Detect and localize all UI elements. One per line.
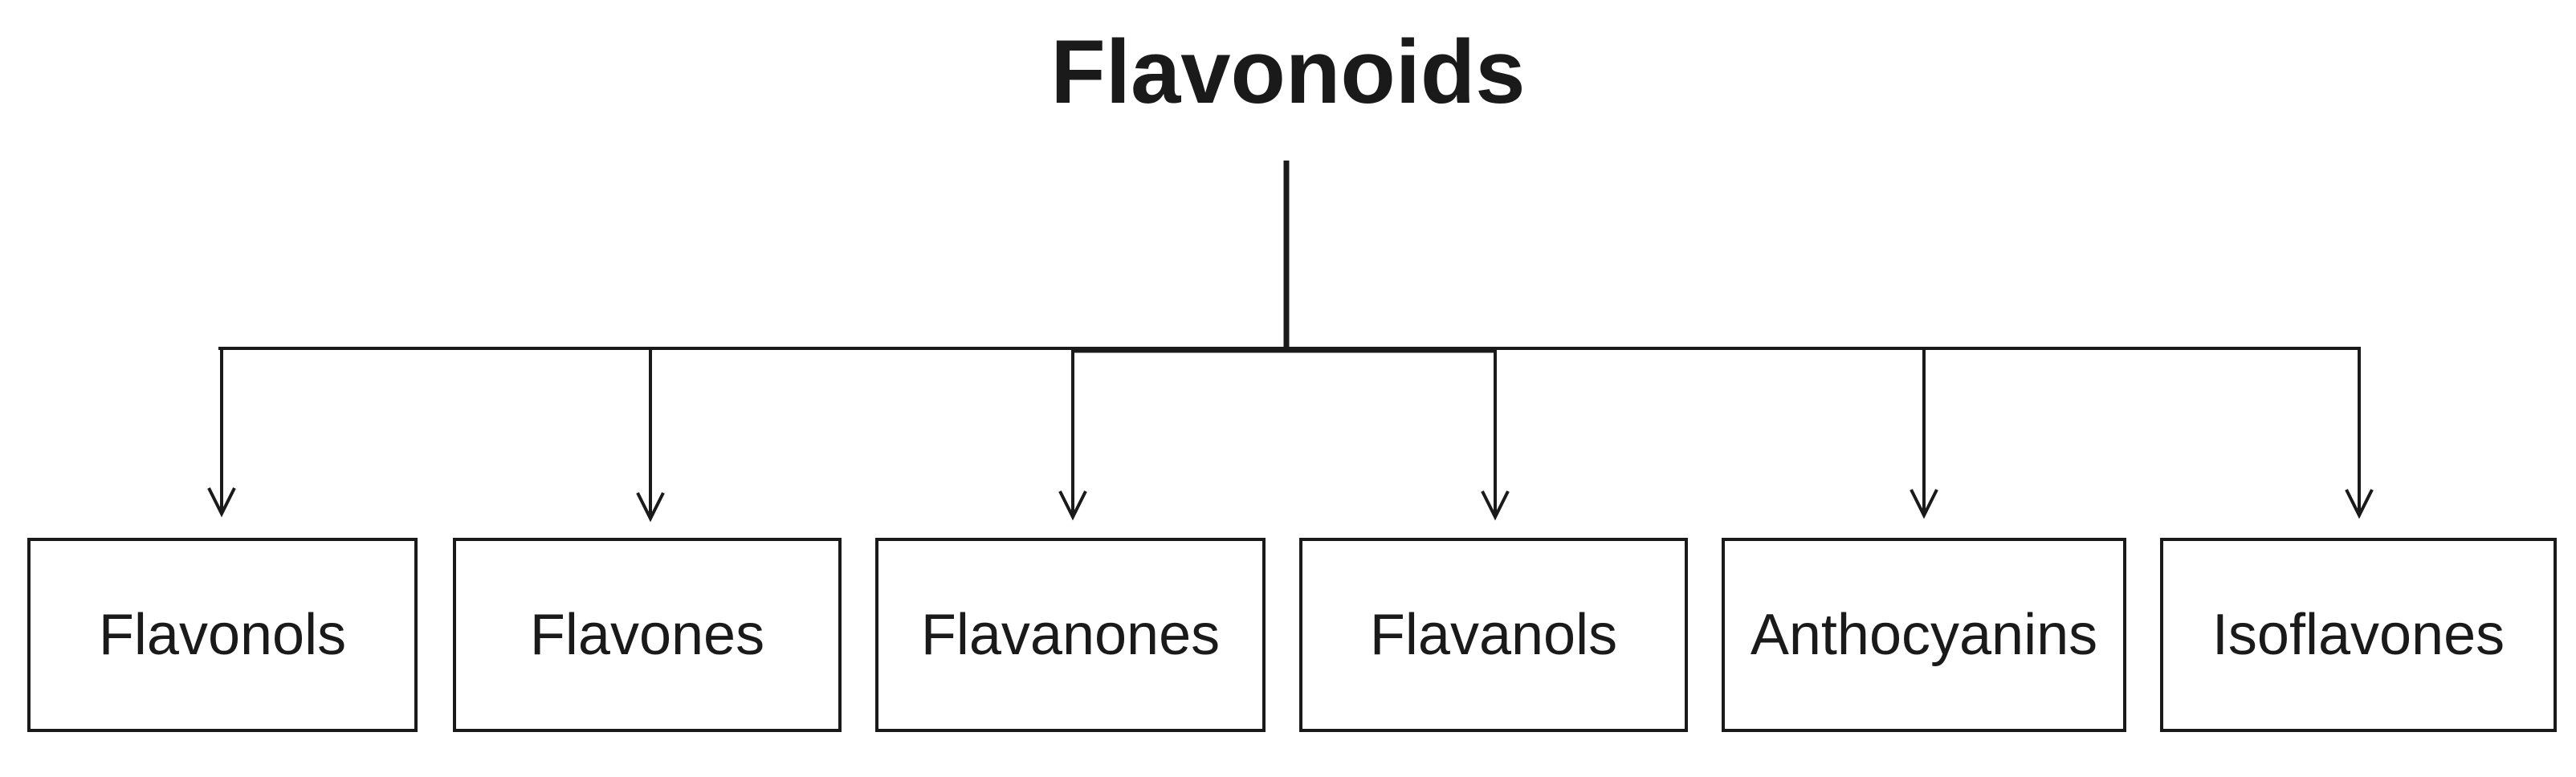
arrow-flavanols bbox=[1481, 347, 1510, 521]
arrow-flavones bbox=[636, 347, 665, 523]
node-flavones: Flavones bbox=[453, 538, 842, 732]
node-label-flavones: Flavones bbox=[529, 603, 765, 667]
root-node-title: Flavonoids bbox=[1050, 22, 1526, 122]
node-flavanols: Flavanols bbox=[1299, 538, 1688, 732]
node-label-flavanols: Flavanols bbox=[1369, 603, 1618, 667]
node-label-anthocyanins: Anthocyanins bbox=[1750, 603, 2098, 667]
node-anthocyanins: Anthocyanins bbox=[1722, 538, 2126, 732]
node-label-isoflavones: Isoflavones bbox=[2211, 603, 2505, 667]
node-label-flavanones: Flavanones bbox=[920, 603, 1221, 667]
node-label-flavonols: Flavonols bbox=[98, 603, 347, 667]
node-isoflavones: Isoflavones bbox=[2160, 538, 2557, 732]
arrow-anthocyanins bbox=[1910, 347, 1938, 519]
arrow-isoflavones bbox=[2345, 347, 2374, 519]
node-flavanones: Flavanones bbox=[875, 538, 1266, 732]
node-flavonols: Flavonols bbox=[27, 538, 418, 732]
arrow-flavonols bbox=[207, 347, 236, 518]
arrow-flavanones bbox=[1058, 347, 1087, 521]
